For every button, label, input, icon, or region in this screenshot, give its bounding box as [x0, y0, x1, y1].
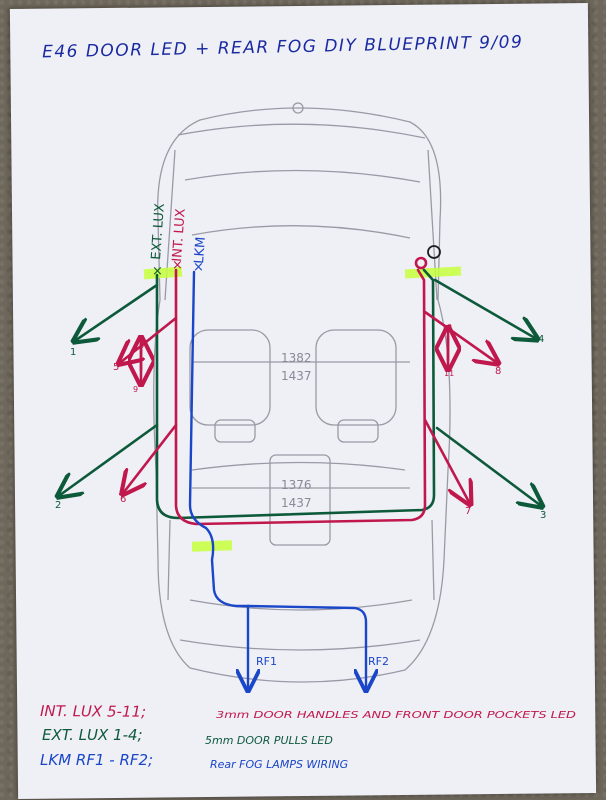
- endpoint-9: 9: [133, 385, 138, 394]
- front-track-top: 1382: [281, 351, 312, 365]
- endpoint-3: 3: [540, 510, 546, 521]
- x-mark: ×: [152, 264, 163, 279]
- endpoint-12: 12: [442, 323, 452, 332]
- endpoint-5: 5: [113, 362, 119, 373]
- x-mark: ×: [172, 258, 183, 273]
- endpoint-7: 7: [465, 506, 471, 517]
- lkm-wire: [188, 270, 366, 688]
- endpoint-4: 4: [538, 334, 544, 345]
- rear-track-bottom: 1437: [281, 496, 312, 510]
- lkm-label: LKM: [192, 236, 209, 264]
- endpoint-1: 1: [70, 347, 76, 358]
- rear-track-top: 1376: [281, 478, 312, 492]
- legend-int-lux-desc: 3mm DOOR HANDLES AND FRONT DOOR POCKETS …: [216, 710, 576, 721]
- x-mark: ×: [193, 260, 204, 275]
- legend-lkm-code: LKM RF1 - RF2;: [40, 751, 153, 769]
- endpoint-8: 8: [495, 366, 501, 377]
- legend: INT. LUX 5-11; 3mm DOOR HANDLES AND FRON…: [40, 702, 576, 771]
- lkm-connector: [427, 245, 441, 259]
- rf2-label: RF2: [368, 655, 389, 668]
- legend-ext-lux-desc: 5mm DOOR PULLS LED: [205, 734, 333, 747]
- blueprint-title: E46 DOOR LED + REAR FOG DIY BLUEPRINT 9/…: [42, 32, 524, 62]
- int-lux-label: INT. LUX: [170, 208, 189, 262]
- ext-lux-label: EXT. LUX: [149, 203, 168, 261]
- endpoint-2: 2: [55, 500, 61, 511]
- front-track-bottom: 1437: [281, 369, 312, 383]
- legend-ext-lux-code: EXT. LUX 1-4;: [42, 726, 143, 744]
- endpoint-11: 11: [444, 369, 454, 378]
- endpoint-6: 6: [120, 494, 126, 505]
- car-outline: [153, 102, 451, 683]
- rf1-label: RF1: [256, 655, 277, 668]
- int-lux-wire: [121, 256, 496, 526]
- legend-lkm-desc: Rear FOG LAMPS WIRING: [210, 758, 348, 771]
- endpoint-10: 10: [134, 341, 144, 350]
- ext-lux-wire: [60, 268, 540, 520]
- legend-int-lux-code: INT. LUX 5-11;: [40, 702, 146, 721]
